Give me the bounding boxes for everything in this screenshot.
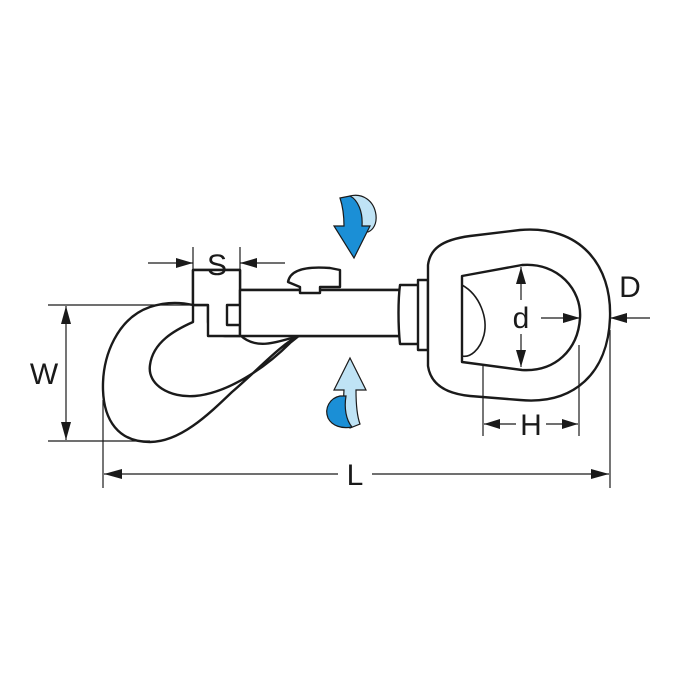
- label-h: H: [520, 409, 542, 442]
- label-s: S: [207, 249, 227, 282]
- label-d-large: D: [619, 271, 641, 304]
- dimension-h-arrowhead-right: [562, 419, 578, 429]
- label-l: L: [347, 459, 364, 492]
- shank-bar: [238, 288, 404, 338]
- eye-inner-shade: [461, 284, 486, 358]
- dimension-l-arrowhead-right: [591, 469, 609, 479]
- dimension-w-arrowhead-bottom: [61, 422, 71, 440]
- dimension-l: L: [102, 330, 611, 492]
- thumb-latch: [286, 266, 342, 295]
- dimension-w-arrowhead-top: [61, 306, 71, 324]
- dimension-s-arrowhead-left: [176, 258, 193, 268]
- dimension-s: S: [148, 247, 285, 300]
- press-arrow-bottom: [326, 356, 367, 429]
- dimension-w: W: [30, 304, 193, 442]
- dimension-dd-arrowhead-left: [563, 313, 580, 323]
- dimension-l-arrowhead-left: [104, 469, 122, 479]
- dimension-d-arrowhead-top: [516, 267, 526, 284]
- dimension-d-arrowhead-bottom: [516, 350, 526, 367]
- swivel-neck: [416, 278, 430, 352]
- dimension-h-arrowhead-left: [484, 419, 500, 429]
- press-arrow-bottom-dark: [326, 395, 354, 429]
- hook-curve: [101, 301, 342, 444]
- dimension-d-small: d: [513, 267, 530, 367]
- press-arrow-top: [332, 194, 377, 260]
- snap-hook: [101, 266, 430, 444]
- dimension-d-large: D: [541, 271, 650, 323]
- dimension-h: H: [482, 345, 580, 442]
- dimension-s-arrowhead-right: [240, 258, 257, 268]
- dimension-dd-arrowhead-right: [610, 313, 627, 323]
- press-arrow-top-dark: [332, 195, 371, 260]
- swivel-eye: [426, 228, 612, 402]
- swivel-collar: [397, 283, 421, 346]
- label-w: W: [30, 358, 59, 391]
- label-d-small: d: [513, 302, 530, 335]
